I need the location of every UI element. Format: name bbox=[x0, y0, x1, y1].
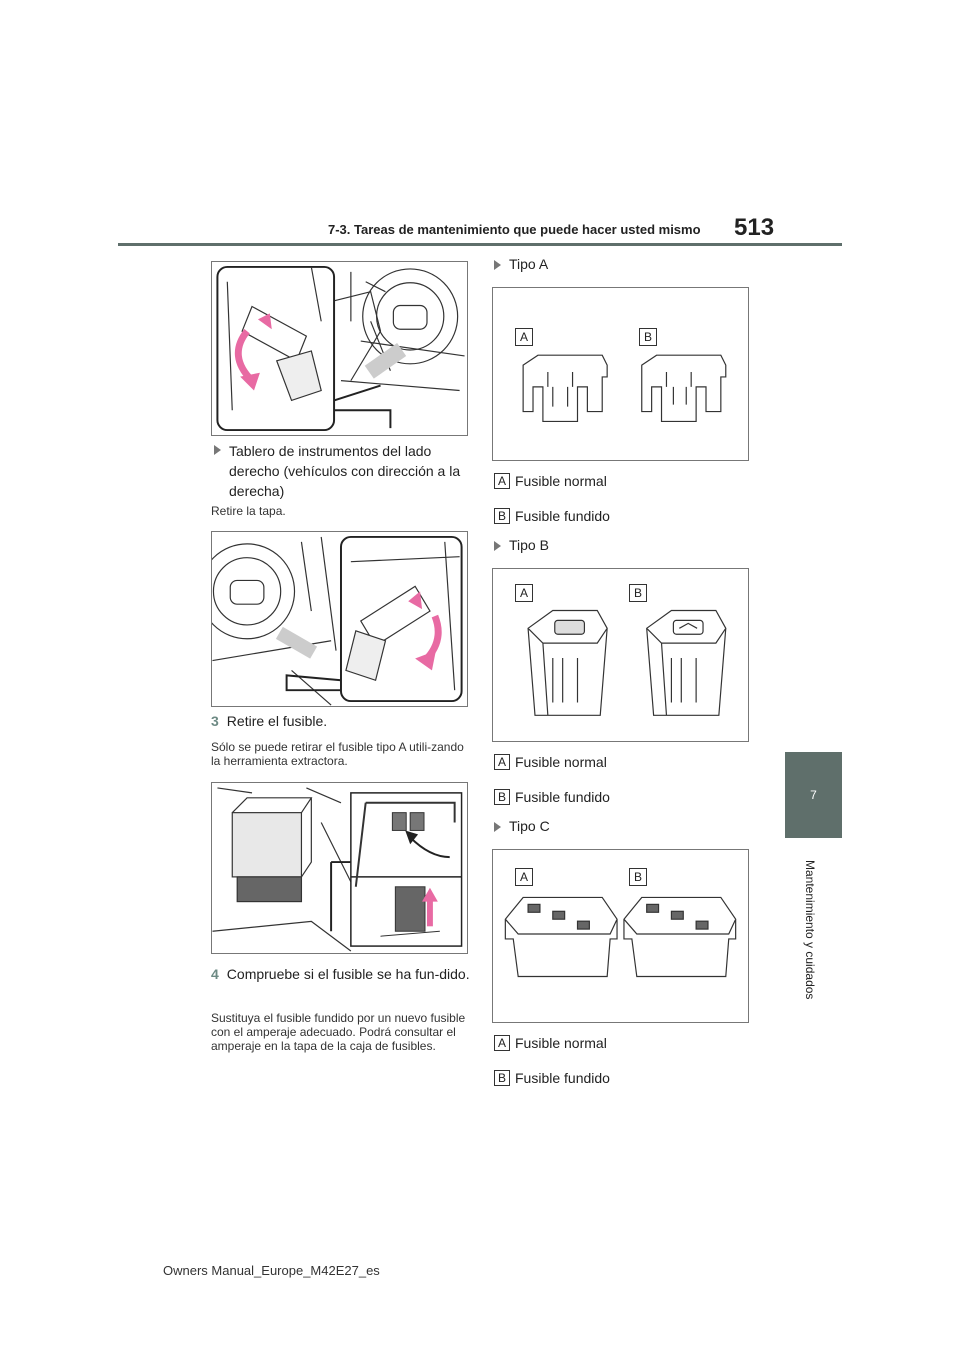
legend-text: Fusible normal bbox=[515, 1035, 607, 1051]
bullet-triangle-icon bbox=[494, 541, 501, 551]
step-number: 3 bbox=[211, 713, 219, 729]
chapter-tab: 7 bbox=[785, 752, 842, 838]
list-item: Tipo C bbox=[494, 818, 550, 834]
legend-text: Fusible fundido bbox=[515, 789, 610, 805]
item-right-panel-text: Tablero de instrumentos del lado derecho… bbox=[229, 443, 461, 499]
figure-cover-left-panel bbox=[211, 261, 468, 436]
figure-fuse-type-b: A B bbox=[492, 568, 749, 742]
legend-normal-b: A Fusible normal bbox=[494, 754, 607, 770]
label-b-box: B bbox=[494, 1070, 510, 1086]
legend-text: Fusible fundido bbox=[515, 508, 610, 524]
page-number: 513 bbox=[734, 214, 775, 241]
step-4-note: Sustituya el fusible fundido por un nuev… bbox=[211, 1011, 466, 1053]
figure-fuse-type-c: A B bbox=[492, 849, 749, 1023]
footer-manual-id: Owners Manual_Europe_M42E27_es bbox=[163, 1263, 380, 1278]
label-b-box: B bbox=[494, 508, 510, 524]
legend-blown-c: B Fusible fundido bbox=[494, 1070, 610, 1086]
type-a-title: Tipo A bbox=[509, 256, 549, 272]
label-b-box: B bbox=[494, 789, 510, 805]
type-c-title: Tipo C bbox=[509, 818, 550, 834]
label-a-box: A bbox=[515, 868, 533, 886]
step-text: Retire el fusible. bbox=[226, 713, 328, 729]
legend-text: Fusible normal bbox=[515, 754, 607, 770]
bullet-triangle-icon bbox=[494, 822, 501, 832]
label-a-box: A bbox=[494, 1035, 510, 1051]
figure-fuse-extractor bbox=[211, 782, 468, 954]
step-4: 4 Compruebe si el fusible se ha fun-dido. bbox=[211, 963, 471, 985]
list-item: Tipo B bbox=[494, 537, 549, 553]
legend-blown-a: B Fusible fundido bbox=[494, 508, 610, 524]
bullet-triangle-icon bbox=[494, 260, 501, 270]
step-text: Compruebe si el fusible se ha fun-dido. bbox=[226, 966, 470, 982]
step-3: 3 Retire el fusible. bbox=[211, 710, 327, 732]
label-b-box: B bbox=[629, 868, 647, 886]
step-3-note: Sólo se puede retirar el fusible tipo A … bbox=[211, 740, 464, 768]
legend-blown-b: B Fusible fundido bbox=[494, 789, 610, 805]
figure-cover-right-panel bbox=[211, 531, 468, 707]
section-title: 7-3. Tareas de mantenimiento que puede h… bbox=[328, 222, 701, 237]
chapter-number: 7 bbox=[810, 788, 817, 802]
remove-cover-text: Retire la tapa. bbox=[211, 504, 286, 518]
chapter-title: Mantenimiento y cuidados bbox=[803, 860, 817, 1000]
type-b-title: Tipo B bbox=[509, 537, 549, 553]
legend-normal-a: A Fusible normal bbox=[494, 473, 607, 489]
step-number: 4 bbox=[211, 966, 219, 982]
bullet-triangle-icon bbox=[214, 445, 221, 455]
legend-normal-c: A Fusible normal bbox=[494, 1035, 607, 1051]
label-a-box: A bbox=[515, 584, 533, 602]
legend-text: Fusible normal bbox=[515, 473, 607, 489]
figure-fuse-type-a: A B bbox=[492, 287, 749, 461]
list-item: Tipo A bbox=[494, 256, 548, 272]
label-a-box: A bbox=[494, 473, 510, 489]
list-item: Tablero de instrumentos del lado derecho… bbox=[214, 441, 464, 501]
label-b-box: B bbox=[639, 328, 657, 346]
label-a-box: A bbox=[494, 754, 510, 770]
legend-text: Fusible fundido bbox=[515, 1070, 610, 1086]
label-b-box: B bbox=[629, 584, 647, 602]
header-rule bbox=[118, 243, 842, 246]
label-a-box: A bbox=[515, 328, 533, 346]
